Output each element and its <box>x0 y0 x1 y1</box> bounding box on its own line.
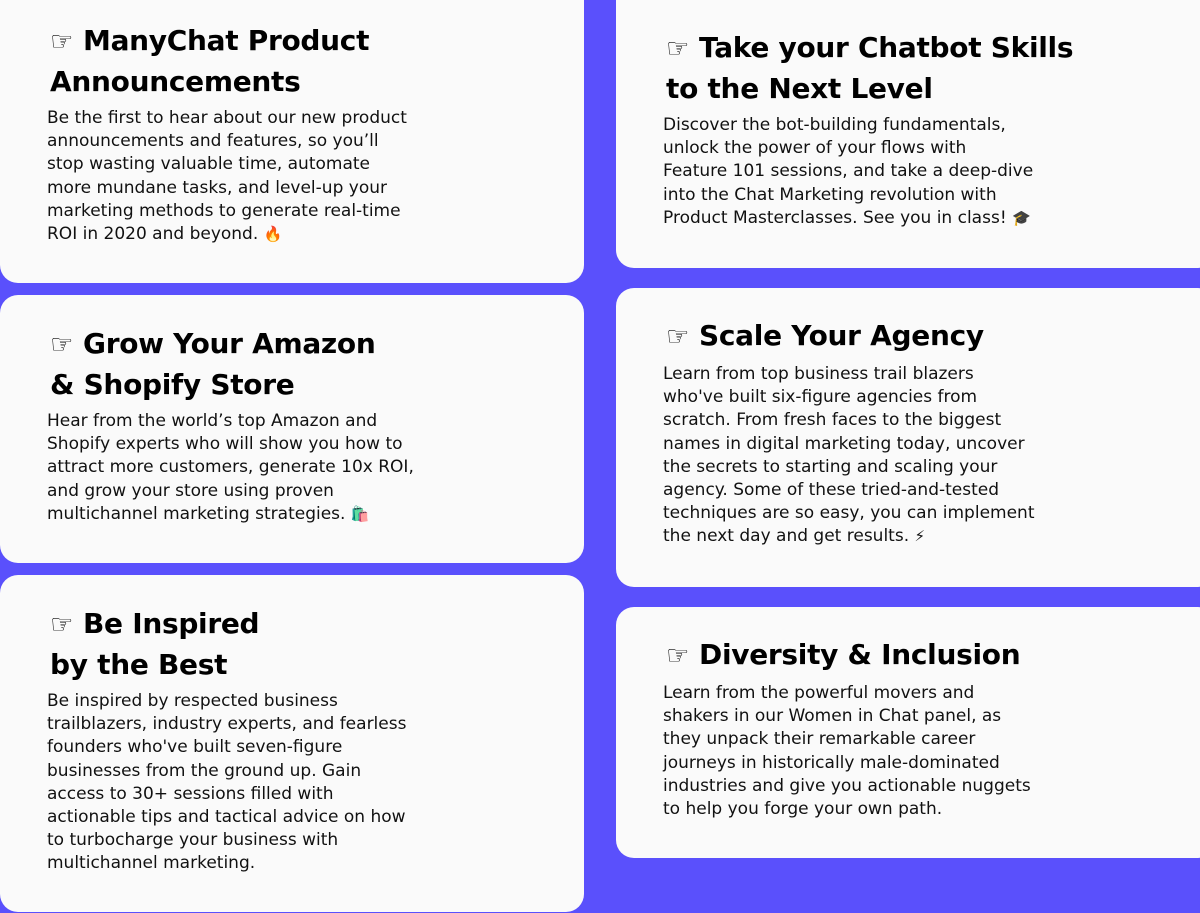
pointing-hand-icon: ☞ <box>50 610 74 640</box>
card-title: ☞Take your Chatbot Skills to the Next Le… <box>666 31 1074 105</box>
card-diversity-inclusion: ☞Diversity & Inclusion Learn from the po… <box>616 607 1200 858</box>
card-be-inspired: ☞Be Inspired by the Best Be inspired by … <box>0 575 584 912</box>
card-body: Be the first to hear about our new produ… <box>47 108 407 245</box>
card-amazon-shopify: ☞Grow Your Amazon & Shopify Store Hear f… <box>0 295 584 563</box>
card-body: Hear from the world’s top Amazon and Sho… <box>47 411 414 524</box>
card-product-announcements: ☞ManyChat Product Announcements Be the f… <box>0 0 584 283</box>
card-body: Be inspired by respected business trailb… <box>47 691 407 874</box>
card-body: Learn from top business trail blazers wh… <box>663 364 1035 547</box>
pointing-hand-icon: ☞ <box>666 34 690 64</box>
card-scale-agency: ☞Scale Your Agency Learn from top busine… <box>616 288 1200 587</box>
pointing-hand-icon: ☞ <box>50 27 74 57</box>
card-title: ☞Diversity & Inclusion <box>666 638 1021 671</box>
card-chatbot-skills: ☞Take your Chatbot Skills to the Next Le… <box>616 0 1200 268</box>
lightning-icon: ⚡ <box>914 527 926 546</box>
card-title: ☞Grow Your Amazon & Shopify Store <box>50 327 376 401</box>
card-body: Learn from the powerful movers and shake… <box>663 683 1031 820</box>
pointing-hand-icon: ☞ <box>50 330 74 360</box>
card-title: ☞ManyChat Product Announcements <box>50 24 370 98</box>
card-body: Discover the bot-building fundamentals, … <box>663 115 1034 228</box>
shopping-bags-icon: 🛍️ <box>350 504 370 523</box>
pointing-hand-icon: ☞ <box>666 322 690 352</box>
pointing-hand-icon: ☞ <box>666 641 690 671</box>
graduation-cap-icon: 🎓 <box>1012 208 1031 227</box>
card-title: ☞Be Inspired by the Best <box>50 607 260 681</box>
fire-icon: 🔥 <box>263 225 283 244</box>
card-title: ☞Scale Your Agency <box>666 319 984 352</box>
